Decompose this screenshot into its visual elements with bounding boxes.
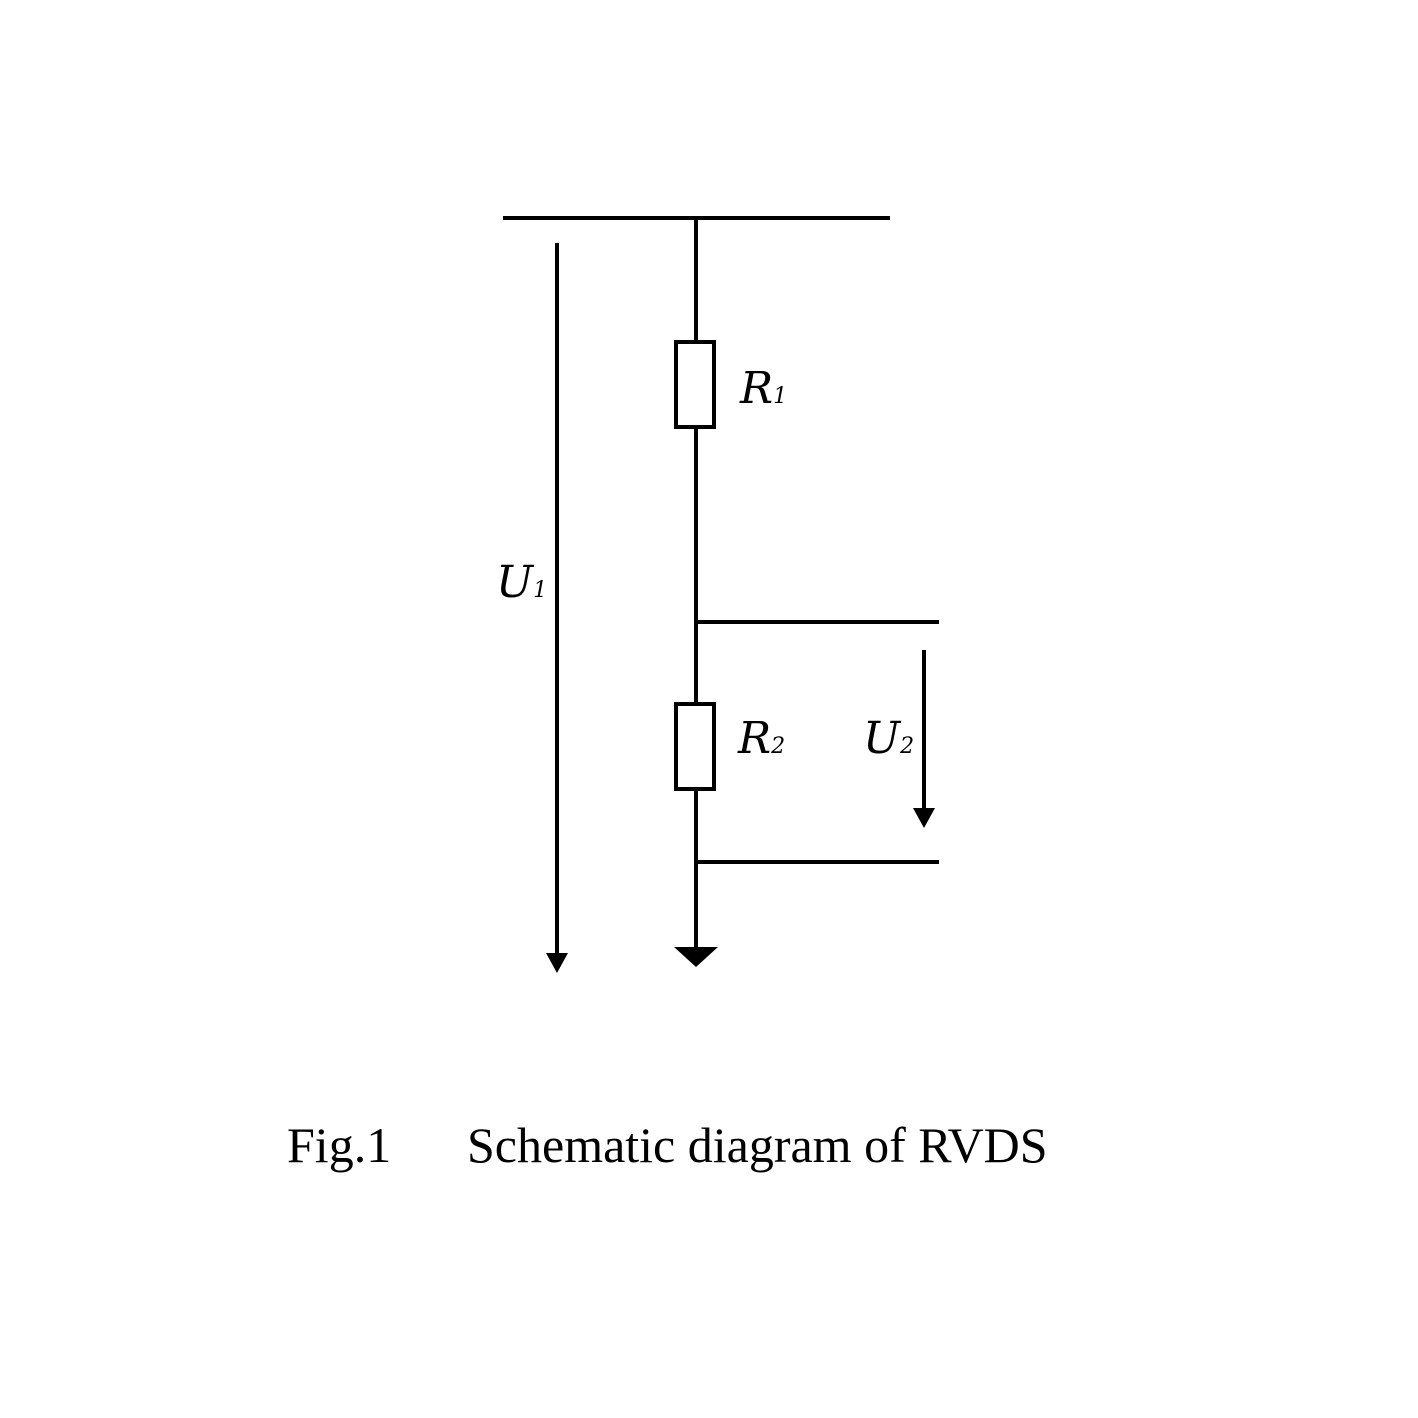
r1-label: R1 <box>739 363 787 414</box>
r2-label: R2 <box>737 713 785 764</box>
u1-arrowhead-icon <box>546 953 568 973</box>
resistor-r2 <box>674 702 716 791</box>
resistor-r1 <box>674 340 716 429</box>
u2-label: U2 <box>863 713 914 764</box>
figure-caption-title: Schematic diagram of RVDS <box>467 1117 1048 1173</box>
u1-label: U1 <box>496 557 547 608</box>
u2-arrowhead-icon <box>913 808 935 828</box>
ground-arrow-icon <box>674 947 718 967</box>
figure-caption-number: Fig.1 <box>287 1117 391 1173</box>
